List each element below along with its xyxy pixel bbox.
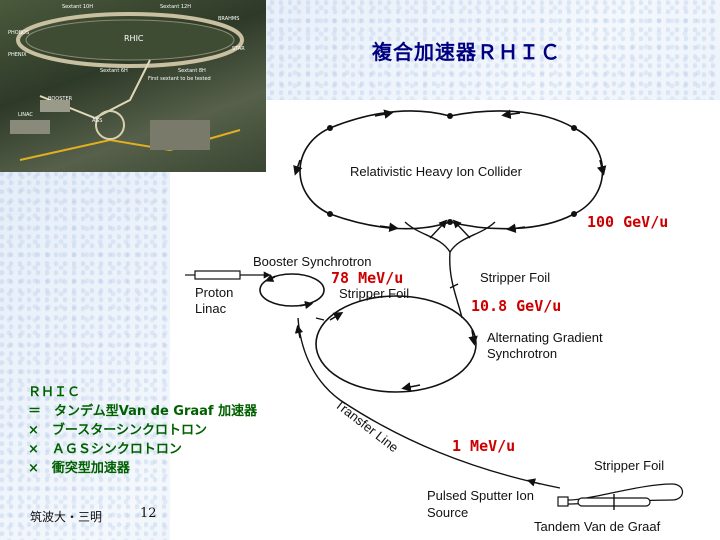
aerial-building xyxy=(10,120,50,134)
ring-arrow xyxy=(506,223,526,233)
aerial-ring-inner xyxy=(25,19,235,61)
tandem-label: Tandem Van de Graaf xyxy=(534,519,661,534)
energy-rhic: 100 GeV/u xyxy=(587,213,668,231)
aerial-building xyxy=(40,100,70,112)
legend-line: × 衝突型加速器 xyxy=(28,461,130,476)
aerial-label: First sextant to be tested xyxy=(148,76,211,82)
legend-line: × ブースターシンクロトロン xyxy=(28,423,207,438)
transfer-line xyxy=(297,317,561,489)
diagram-panel xyxy=(170,100,720,540)
stripper-foil-booster-mark xyxy=(315,317,325,321)
transfer-line-label: Transfer Line xyxy=(332,397,401,456)
ring-arrow xyxy=(374,109,394,119)
ring-node xyxy=(327,211,333,217)
aerial-label: PHOBOS xyxy=(8,30,30,36)
ags-label-line1: Alternating Gradient xyxy=(487,330,603,345)
aerial-ring-label: RHIC xyxy=(124,34,144,43)
legend-line: × ＡＧＳシンクロトロン xyxy=(28,442,182,457)
transfer-arrow xyxy=(294,324,304,339)
injection-curve-left xyxy=(404,221,451,253)
energy-ags: 10.8 GeV/u xyxy=(471,297,561,315)
legend-line: ＝ タンデム型Van de Graaf 加速器 xyxy=(28,404,258,419)
stripper-foil-ags-label: Stripper Foil xyxy=(480,270,550,285)
ags-arrow xyxy=(401,382,421,392)
aerial-label: LINAC xyxy=(18,112,33,118)
page-number: 12 xyxy=(140,506,157,521)
energy-tandem: 1 MeV/u xyxy=(452,437,515,455)
aerial-photo-graphic xyxy=(10,12,244,161)
ring-arrow xyxy=(379,222,399,232)
ring-node xyxy=(327,125,333,131)
pulsed-source-label-line2: Source xyxy=(427,505,468,520)
pulsed-sputter-ion-source xyxy=(557,496,569,507)
ags-arrow xyxy=(329,312,344,322)
aerial-label: PHENIX xyxy=(8,52,27,58)
booster-ring xyxy=(259,273,325,307)
ring-arrow xyxy=(501,109,521,119)
legend-line: ＲＨＩＣ xyxy=(28,385,81,400)
ags-ring xyxy=(315,295,477,393)
slide-title: 複合加速器ＲＨＩＣ xyxy=(372,40,561,64)
stripper-foil-tandem-label: Stripper Foil xyxy=(594,458,664,473)
aerial-label: Sextant 10H xyxy=(62,4,93,10)
ags-arrow xyxy=(468,329,478,346)
rhic-label: Relativistic Heavy Ion Collider xyxy=(350,164,523,179)
rhic-aerial-photo: RHIC Sextant 10H Sextant 12H PHOBOS BRAH… xyxy=(0,0,266,172)
injection-curve-right xyxy=(449,221,496,253)
ring-arrow xyxy=(293,159,303,176)
aerial-label: Sextant 6H xyxy=(100,68,128,74)
ring-node xyxy=(447,113,453,119)
proton-linac-label-line2: Linac xyxy=(195,301,227,316)
injection-line-left xyxy=(429,219,448,239)
ring-node xyxy=(571,211,577,217)
aerial-label: Sextant 8H xyxy=(178,68,206,74)
author-footer: 筑波大・三明 xyxy=(30,510,103,524)
aerial-label: AGS xyxy=(92,118,103,124)
booster-arrow xyxy=(264,274,276,282)
ring-node xyxy=(447,219,453,225)
proton-linac-label-line1: Proton xyxy=(195,285,233,300)
legend: ＲＨＩＣ ＝ タンデム型Van de Graaf 加速器 × ブースターシンクロ… xyxy=(28,383,257,478)
aerial-label: BOOSTER xyxy=(48,96,73,102)
booster-arrow xyxy=(299,300,314,310)
aerial-ring xyxy=(16,12,244,68)
transfer-arrow xyxy=(526,478,541,487)
ags-label-line2: Synchrotron xyxy=(487,346,557,361)
injection-line-right xyxy=(452,219,471,239)
stripper-foil-booster-label: Stripper Foil xyxy=(339,286,409,301)
booster-label: Booster Synchrotron xyxy=(253,254,372,269)
aerial-label: BRAHMS xyxy=(218,16,240,22)
proton-linac xyxy=(194,270,241,280)
rhic-magnets xyxy=(327,113,577,225)
pulsed-source-label-line1: Pulsed Sputter Ion xyxy=(427,488,534,503)
aerial-label: STAR xyxy=(232,46,245,52)
ags-to-rhic-line xyxy=(449,251,463,319)
ring-arrow xyxy=(596,159,607,176)
aerial-label: Sextant 12H xyxy=(160,4,191,10)
ring-node xyxy=(571,125,577,131)
aerial-ags-ring xyxy=(95,110,125,140)
aerial-building xyxy=(150,120,210,150)
energy-booster: 78 MeV/u xyxy=(331,269,403,287)
stripper-foil-ags-mark xyxy=(449,283,459,289)
